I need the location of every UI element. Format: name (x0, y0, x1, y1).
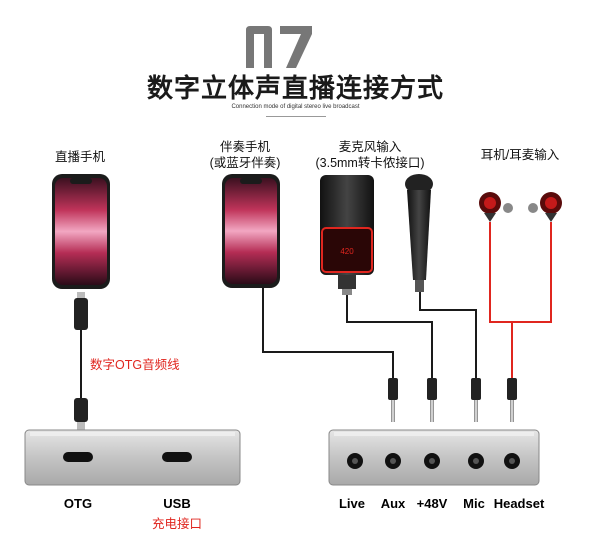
port-label-headset: Headset (494, 496, 545, 511)
cable-condenser-mic (346, 295, 433, 378)
jack-headset-icon (507, 378, 517, 422)
label-accomp-phone-1: 伴奏手机 (219, 140, 270, 154)
page-subtitle: Connection mode of digital stereo live b… (231, 104, 360, 110)
cable-handheld-mic (419, 292, 477, 378)
cables (80, 288, 477, 400)
port-label-live: Live (339, 496, 365, 511)
condenser-mic-icon (320, 175, 374, 295)
jack-48v-icon (427, 378, 437, 422)
otg-plug-top-icon (74, 292, 88, 330)
title-divider (266, 116, 326, 117)
port-label-mic: Mic (463, 496, 485, 511)
label-earphones: 耳机/耳麦输入 (480, 148, 560, 162)
earphones-icon (479, 192, 562, 222)
label-live-phone: 直播手机 (54, 150, 105, 164)
usb-port-icon (162, 452, 192, 462)
cable-label: 数字OTG音频线 (90, 357, 180, 372)
brand-logo-icon (246, 26, 312, 68)
label-mic-2: (3.5mm转卡侬接口) (315, 156, 425, 170)
port-label-otg: OTG (64, 496, 92, 511)
label-accomp-phone-2: (或蓝牙伴奏) (209, 156, 281, 170)
handheld-mic-icon (405, 174, 433, 292)
jack-aux-icon (388, 378, 398, 422)
page-title: 数字立体声直播连接方式 (146, 73, 444, 103)
mic-badge-label: 420 (340, 247, 354, 256)
right-device-box (328, 429, 540, 486)
port-label-usb: USB (163, 496, 190, 511)
left-device-box (24, 429, 241, 486)
charging-label: 充电接口 (152, 516, 202, 531)
live-phone-icon (52, 174, 110, 289)
earphone-cable (489, 222, 552, 378)
otg-port-icon (63, 452, 93, 462)
accomp-phone-icon (222, 174, 280, 288)
port-label-48v: +48V (417, 496, 448, 511)
jack-mic-icon (471, 378, 481, 422)
cable-accomp-aux (262, 288, 394, 378)
label-mic-1: 麦克风输入 (338, 140, 402, 154)
otg-plug-bottom-icon (74, 398, 88, 430)
port-label-aux: Aux (381, 496, 406, 511)
